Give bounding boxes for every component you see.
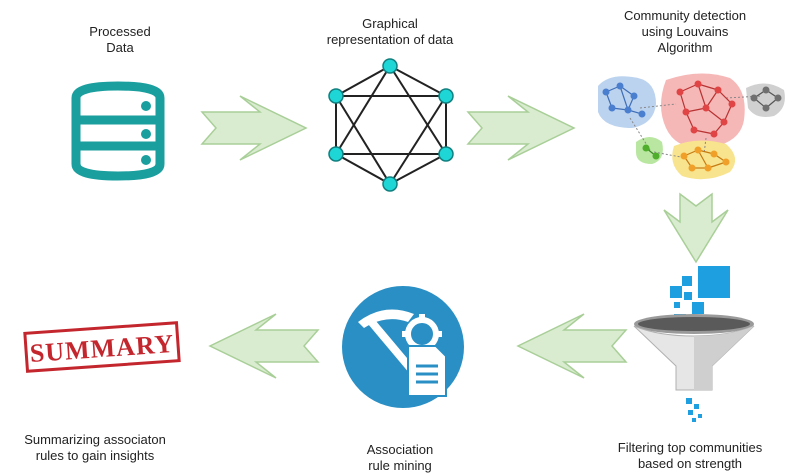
data-mining-icon [342, 286, 464, 408]
graph-representation-label: Graphical representation of data [326, 16, 454, 47]
arrow-mining-to-summary [208, 313, 320, 379]
processed-data-label: Processed Data [89, 24, 151, 55]
association-mining-label: Association rule mining [366, 442, 434, 473]
graph-network-icon [328, 58, 454, 192]
community-clusters-icon [598, 73, 785, 180]
summary-stamp-icon: SUMMARY [23, 321, 181, 373]
filtering-communities-label: Filtering top communities based on stren… [617, 440, 763, 471]
arrow-graph-to-community [466, 95, 576, 161]
arrow-data-to-graph [200, 95, 308, 161]
arrow-filter-to-mining [516, 313, 628, 379]
summarizing-rules-label: Summarizing associaton rules to gain ins… [24, 432, 166, 463]
funnel-filter-icon [633, 266, 755, 422]
database-icon [71, 81, 165, 181]
community-detection-label: Community detection using Louvains Algor… [623, 8, 747, 55]
arrow-community-to-filter [663, 192, 729, 264]
